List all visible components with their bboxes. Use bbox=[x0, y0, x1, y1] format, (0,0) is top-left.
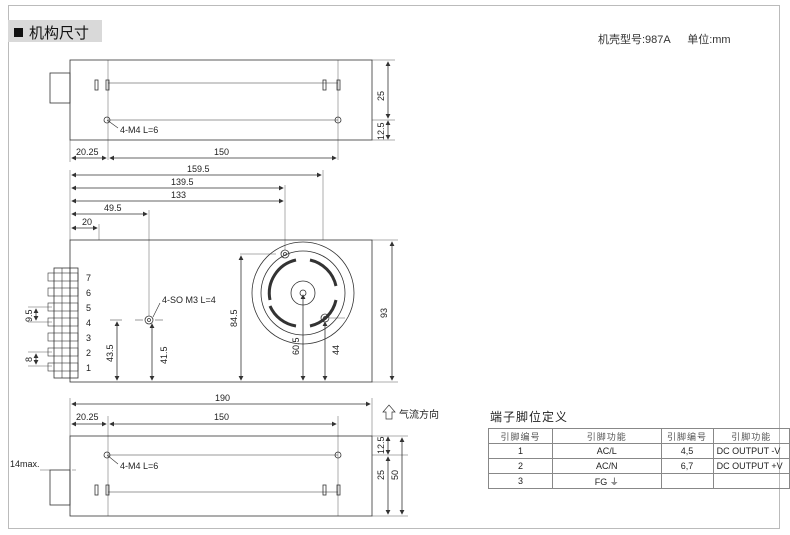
slot bbox=[94, 484, 99, 496]
bottom-view-connector bbox=[49, 469, 71, 506]
table-cell: DC OUTPUT -V bbox=[712, 443, 790, 459]
table-cell: 2 bbox=[488, 458, 553, 474]
terminal-block bbox=[53, 267, 79, 379]
dim-label: 25 bbox=[376, 470, 386, 480]
dim-label: 150 bbox=[214, 147, 229, 157]
table-cell bbox=[660, 473, 714, 489]
case-info: 机壳型号:987A 单位:mm bbox=[598, 31, 731, 47]
screw-hole bbox=[103, 451, 111, 459]
drawing-frame bbox=[8, 5, 780, 529]
top-view bbox=[49, 59, 395, 162]
dim-label: 12.5 bbox=[376, 436, 386, 454]
dim-label: 190 bbox=[215, 393, 230, 403]
terminal-number: 5 bbox=[86, 303, 91, 313]
terminal-number: 7 bbox=[86, 273, 91, 283]
unit-label: 单位:mm bbox=[687, 34, 731, 46]
terminal-number: 1 bbox=[86, 363, 91, 373]
screw-hole bbox=[334, 116, 342, 124]
case-model-label: 机壳型号:987A bbox=[598, 34, 671, 46]
fan-slot bbox=[267, 258, 297, 301]
table-cell: 1 bbox=[488, 443, 553, 459]
page-title: 机构尺寸 bbox=[14, 22, 89, 43]
bottom-view bbox=[40, 398, 408, 517]
bottom-view-outline bbox=[69, 435, 373, 517]
slot bbox=[105, 79, 110, 91]
slot bbox=[322, 79, 327, 91]
airflow-arrow-icon bbox=[382, 404, 396, 420]
screw-callout: 4-M4 L=6 bbox=[120, 461, 158, 471]
table-cell bbox=[712, 473, 790, 489]
table-cell: DC OUTPUT +V bbox=[712, 458, 790, 474]
dim-label: 43.5 bbox=[105, 344, 115, 362]
dim-label: 8 bbox=[24, 357, 34, 362]
column-header: 引脚功能 bbox=[712, 428, 790, 444]
terminal-number: 6 bbox=[86, 288, 91, 298]
square-bullet-icon bbox=[14, 28, 23, 37]
dim-label: 44 bbox=[331, 345, 341, 355]
screw-callout: 4-SO M3 L=4 bbox=[162, 295, 216, 305]
pin-table: 引脚编号 引脚功能 引脚编号 引脚功能 1 AC/L 4,5 DC OUTPUT… bbox=[488, 428, 790, 489]
dim-label: 139.5 bbox=[171, 177, 194, 187]
table-cell: AC/N bbox=[551, 458, 662, 474]
dim-label: 159.5 bbox=[187, 164, 210, 174]
front-view bbox=[28, 170, 398, 383]
column-header: 引脚功能 bbox=[551, 428, 662, 444]
airflow-label: 气流方向 bbox=[399, 408, 439, 421]
table-cell: AC/L bbox=[551, 443, 662, 459]
table-row: 3 FG ⏚ bbox=[488, 473, 790, 489]
table-row: 1 AC/L 4,5 DC OUTPUT -V bbox=[488, 443, 790, 459]
screw-hole bbox=[334, 451, 342, 459]
table-row: 2 AC/N 6,7 DC OUTPUT +V bbox=[488, 458, 790, 474]
table-cell: 3 bbox=[488, 473, 553, 489]
column-header: 引脚编号 bbox=[488, 428, 553, 444]
column-header: 引脚编号 bbox=[660, 428, 714, 444]
dim-label: 25 bbox=[376, 91, 386, 101]
dim-label: 150 bbox=[214, 412, 229, 422]
table-header-row: 引脚编号 引脚功能 引脚编号 引脚功能 bbox=[488, 428, 790, 444]
terminal-number: 2 bbox=[86, 348, 91, 358]
terminal-number: 4 bbox=[86, 318, 91, 328]
slot bbox=[94, 79, 99, 91]
dim-label: 20.25 bbox=[76, 412, 99, 422]
dim-label: 133 bbox=[171, 190, 186, 200]
front-view-outline bbox=[69, 239, 373, 383]
side-screw bbox=[144, 315, 154, 325]
dim-label: 20 bbox=[82, 217, 92, 227]
table-cell: 6,7 bbox=[660, 458, 714, 474]
pin-table-title: 端子脚位定义 bbox=[490, 410, 569, 424]
fan-slot bbox=[309, 299, 338, 328]
header-bar bbox=[8, 20, 102, 42]
table-cell: 4,5 bbox=[660, 443, 714, 459]
top-view-connector bbox=[49, 72, 71, 104]
fan-slot bbox=[309, 258, 338, 287]
dim-label: 49.5 bbox=[104, 203, 122, 213]
screw-hole bbox=[103, 116, 111, 124]
dim-label: 41.5 bbox=[159, 346, 169, 364]
slot bbox=[336, 484, 341, 496]
dim-label: 9.5 bbox=[24, 309, 34, 322]
dim-label: 50 bbox=[390, 470, 400, 480]
fan-slot bbox=[268, 305, 297, 328]
slot bbox=[105, 484, 110, 496]
table-cell: FG ⏚ bbox=[551, 473, 662, 489]
slot bbox=[336, 79, 341, 91]
dim-label: 20.25 bbox=[76, 147, 99, 157]
terminal-number: 3 bbox=[86, 333, 91, 343]
slot bbox=[322, 484, 327, 496]
dim-label: 14max. bbox=[10, 459, 40, 469]
top-view-outline bbox=[69, 59, 373, 141]
screw-callout: 4-M4 L=6 bbox=[120, 125, 158, 135]
dim-label: 93 bbox=[379, 308, 389, 318]
dim-label: 60.5 bbox=[291, 337, 301, 355]
dim-label: 12.5 bbox=[376, 122, 386, 140]
dim-label: 84.5 bbox=[229, 309, 239, 327]
